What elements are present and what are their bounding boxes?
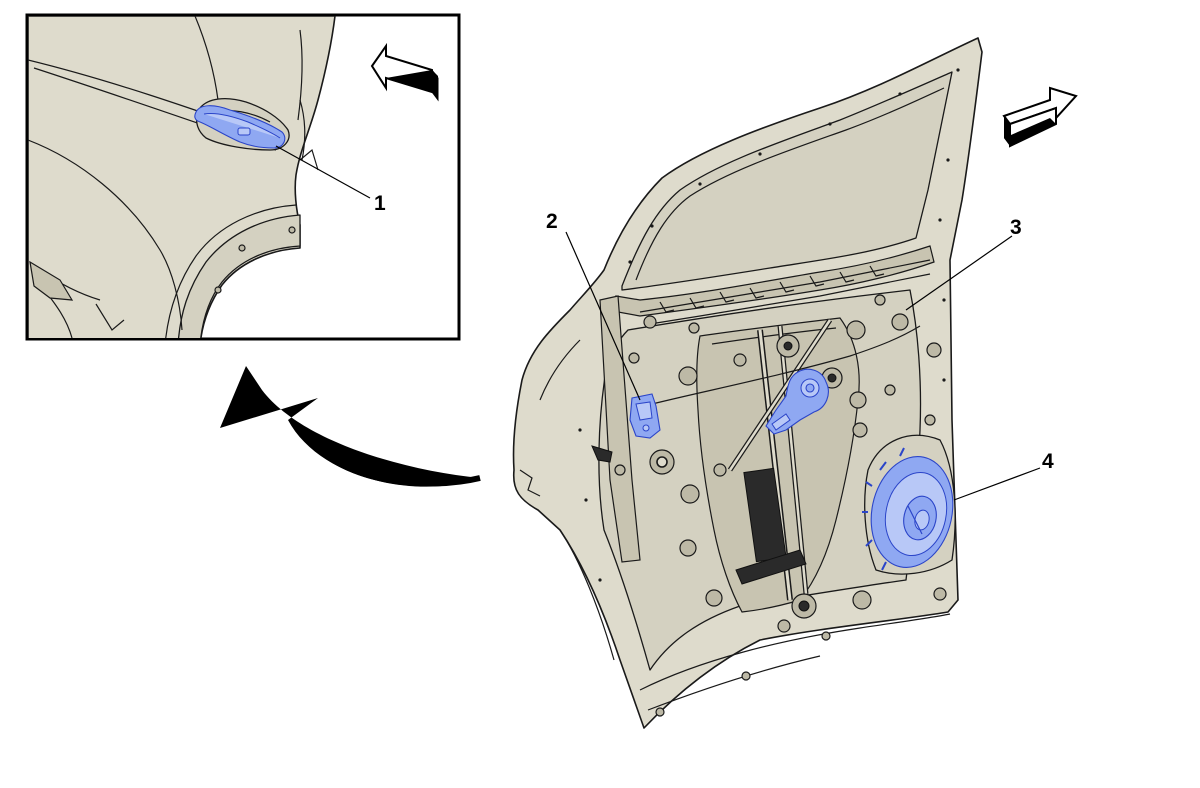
leader-line-1 bbox=[275, 145, 371, 199]
door-lock-actuator-part-2 bbox=[629, 393, 661, 439]
left-direction-arrow-icon bbox=[370, 42, 439, 102]
leader-line-4 bbox=[953, 467, 1041, 501]
rear-door-assembly bbox=[512, 37, 983, 729]
leader-line-3 bbox=[905, 235, 1013, 311]
window-opening bbox=[621, 71, 953, 291]
curved-detail-arrow-icon bbox=[220, 366, 481, 487]
door-fastener-holes bbox=[614, 294, 947, 717]
door-speaker-part-4 bbox=[862, 447, 954, 571]
right-direction-arrow-icon bbox=[1002, 86, 1078, 148]
callout-4: 4 bbox=[1042, 450, 1054, 473]
leader-line-2 bbox=[565, 231, 641, 401]
door-handle-part-1 bbox=[194, 105, 286, 149]
window-regulator-motor-part-3 bbox=[765, 368, 829, 435]
callout-1: 1 bbox=[374, 192, 386, 215]
callout-3: 3 bbox=[1010, 216, 1022, 239]
inset-detail-view bbox=[25, 13, 461, 341]
callout-2: 2 bbox=[546, 210, 558, 233]
